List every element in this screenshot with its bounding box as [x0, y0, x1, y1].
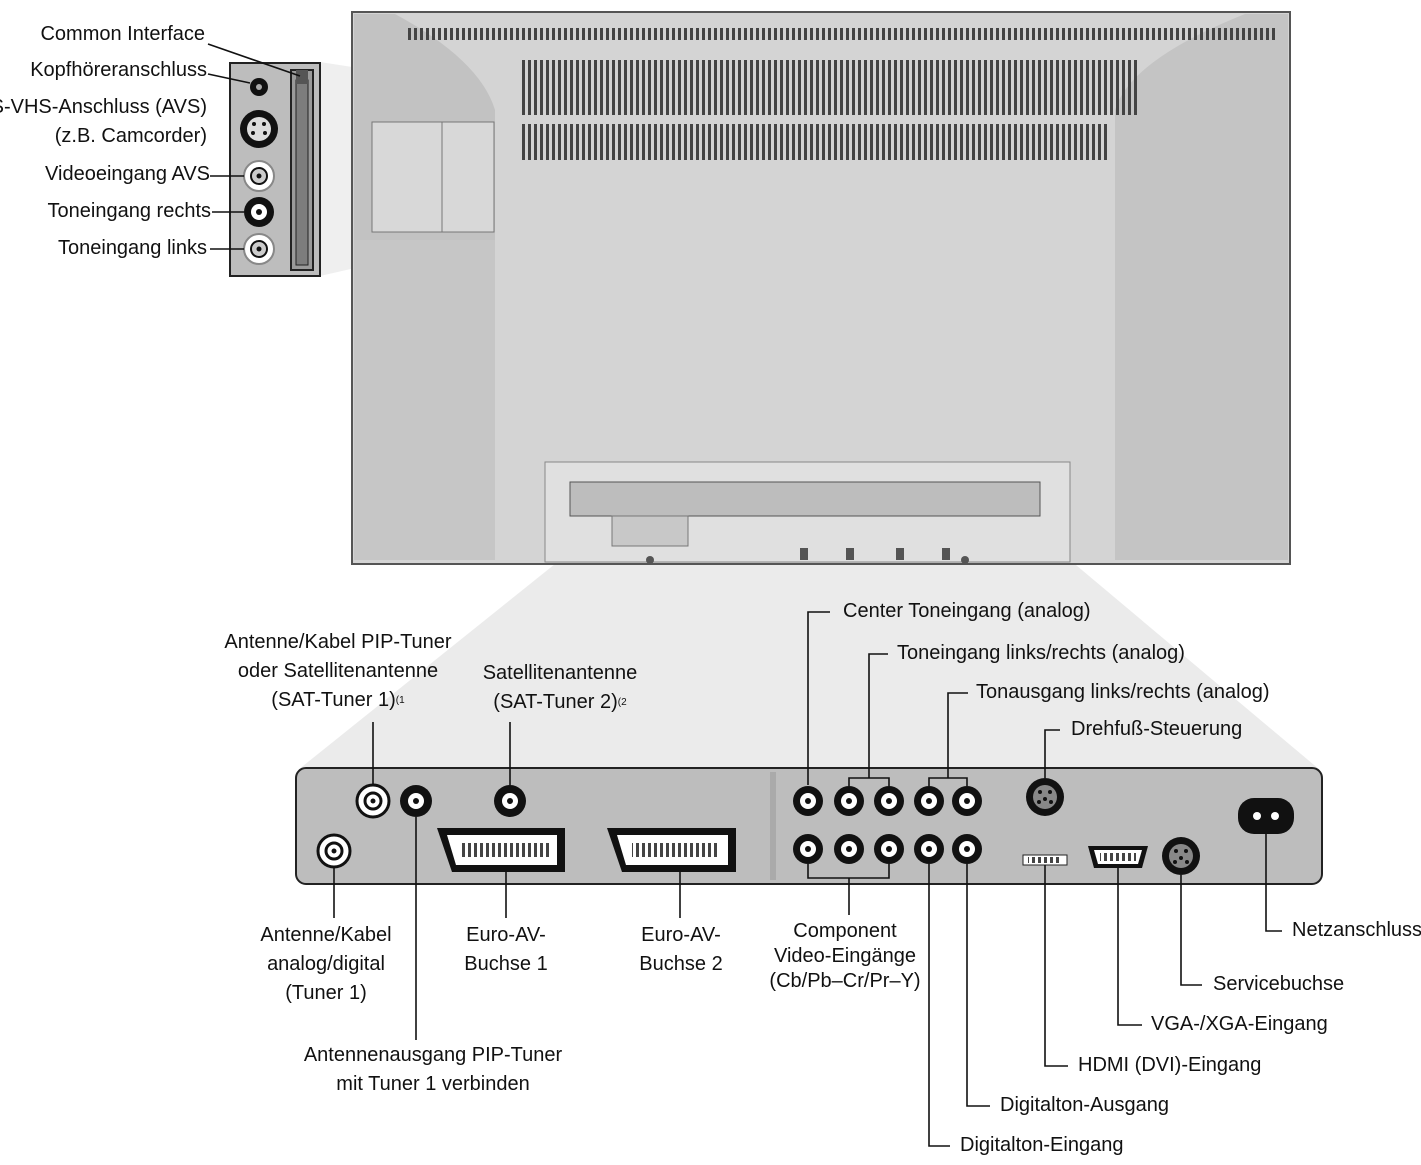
connector-strip-small [569, 481, 1041, 517]
label-digital-in: Digitalton-Eingang [960, 1134, 1124, 1156]
label-pip-antenna-line3: (SAT-Tuner 1) [271, 689, 396, 711]
scart2-port-icon [607, 828, 736, 872]
label-antenna-tuner1-line3: (Tuner 1) [285, 982, 367, 1004]
antenna-pip-port-icon [355, 783, 391, 819]
rca-bottom-row-icons [793, 834, 982, 864]
label-sat-antenna-line2: (SAT-Tuner 2) [493, 691, 618, 713]
side-panel-zoom [229, 62, 321, 277]
pip-out-port-icon [400, 785, 432, 817]
label-audio-right: Toneingang rechts [47, 200, 211, 222]
label-swivel: Drehfuß-Steuerung [1071, 718, 1243, 740]
hdmi-port-icon [1022, 854, 1068, 866]
label-antenna-tuner1-line2: analog/digital [267, 953, 385, 975]
rca-top-row-icons [793, 786, 982, 816]
scart1-port-icon [437, 828, 565, 872]
label-euro-av2-line2: Buchse 2 [639, 953, 723, 975]
vent-row-3 [520, 124, 1110, 160]
footnote-1: (1 [395, 695, 405, 706]
label-pip-out: Antennenausgang PIP-Tuner mit Tuner 1 ve… [298, 1041, 568, 1099]
label-pip-out-line1: Antennenausgang PIP-Tuner [303, 1044, 563, 1066]
label-hdmi: HDMI (DVI)-Eingang [1078, 1054, 1262, 1076]
label-component: Component Video-Eingänge (Cb/Pb–Cr/Pr–Y) [755, 919, 935, 994]
cinch-right-icon [244, 197, 274, 227]
svhs-port-icon [240, 110, 278, 148]
label-sat-antenna: Satellitenantenne (SAT-Tuner 2)(2 [460, 659, 660, 717]
label-audio-left: Toneingang links [58, 237, 207, 259]
swivel-din-port-icon [1026, 778, 1064, 816]
label-euro-av2: Euro-AV- Buchse 2 [621, 921, 741, 979]
label-antenna-tuner1-line1: Antenne/Kabel [260, 924, 392, 946]
label-service: Servicebuchse [1213, 973, 1345, 995]
vga-port-icon [1088, 846, 1148, 868]
label-common-interface: Common Interface [40, 23, 205, 45]
label-component-line3: (Cb/Pb–Cr/Pr–Y) [769, 970, 921, 992]
leader-lines [207, 43, 1282, 1147]
label-video-in: Videoeingang AVS [45, 163, 210, 185]
label-sat-antenna-line1: Satellitenantenne [482, 662, 638, 684]
label-euro-av2-line1: Euro-AV- [641, 924, 721, 946]
cinch-left-icon [243, 233, 275, 265]
label-svhs: S-VHS-Anschluss (AVS) (z.B. Camcorder) [0, 93, 207, 151]
label-euro-av1-line2: Buchse 1 [464, 953, 548, 975]
label-audio-lr-out: Tonausgang links/rechts (analog) [976, 681, 1270, 703]
label-euro-av1: Euro-AV- Buchse 1 [446, 921, 566, 979]
label-audio-lr-in: Toneingang links/rechts (analog) [897, 642, 1185, 664]
bottom-zoom-cone [298, 560, 1320, 770]
power-socket-icon [1238, 798, 1294, 834]
label-pip-antenna: Antenne/Kabel PIP-Tuner oder Satellitena… [218, 628, 458, 715]
label-svhs-line2: (z.B. Camcorder) [54, 125, 207, 147]
side-connector-panel-small [371, 121, 495, 233]
tv-back-housing [351, 11, 1291, 565]
vent-row-2 [520, 60, 1140, 115]
headphone-jack-icon [250, 78, 268, 96]
label-component-line2: Video-Eingänge [774, 945, 916, 967]
sat-tuner2-port-icon [494, 785, 526, 817]
label-center-in: Center Toneingang (analog) [843, 600, 1091, 622]
label-headphones: Kopfhöreranschluss [30, 59, 207, 81]
label-svhs-line1: S-VHS-Anschluss (AVS) [0, 96, 207, 118]
service-port-icon [1162, 837, 1200, 875]
label-pip-out-line2: mit Tuner 1 verbinden [336, 1073, 530, 1095]
label-euro-av1-line1: Euro-AV- [466, 924, 546, 946]
vent-row-1 [405, 28, 1275, 40]
cinch-video-icon [243, 160, 275, 192]
label-power: Netzanschluss [1292, 919, 1421, 941]
label-antenna-tuner1: Antenne/Kabel analog/digital (Tuner 1) [246, 921, 406, 1008]
label-vga: VGA-/XGA-Eingang [1151, 1013, 1328, 1035]
footnote-2: (2 [617, 697, 627, 708]
label-pip-antenna-line2: oder Satellitenantenne [237, 660, 439, 682]
label-component-line1: Component [793, 920, 897, 942]
antenna-tuner1-port-icon [316, 833, 352, 869]
type-plate [611, 515, 689, 547]
bottom-panel-zoom [295, 767, 1323, 885]
label-digital-out: Digitalton-Ausgang [1000, 1094, 1169, 1116]
label-pip-antenna-line1: Antenne/Kabel PIP-Tuner [224, 631, 452, 653]
